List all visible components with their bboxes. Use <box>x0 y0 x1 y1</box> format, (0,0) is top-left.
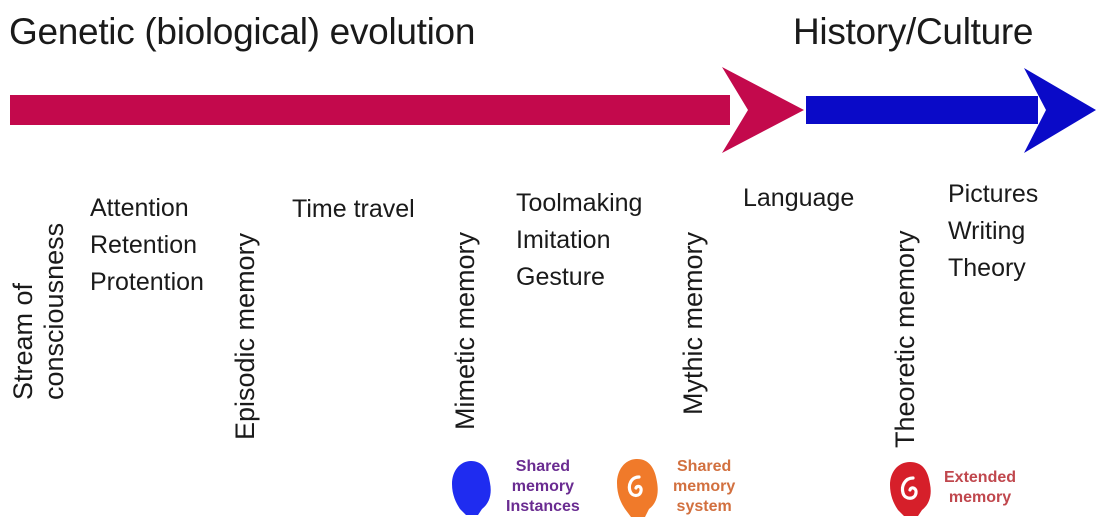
genetic-evolution-arrow <box>10 67 804 153</box>
badge-line: Extended <box>944 469 1017 486</box>
shared-memory-system-badge: Shared memory system <box>613 455 735 519</box>
timeline-arrows <box>10 67 1096 153</box>
head-silhouette-icon <box>617 459 658 517</box>
badge-line: memory <box>673 478 736 495</box>
list-item: Writing <box>948 217 1026 245</box>
badge-line: memory <box>511 478 575 495</box>
genetic-evolution-heading: Genetic (biological) evolution <box>9 11 476 52</box>
list-item: Language <box>743 184 855 212</box>
genetic-arrow-head <box>722 67 804 153</box>
episodic-memory-label: Episodic memory <box>230 232 260 440</box>
head-silhouette-icon <box>452 461 491 515</box>
head-silhouette-icon <box>890 462 931 516</box>
badge-line: system <box>676 498 732 515</box>
genetic-arrow-shaft <box>10 95 730 125</box>
list-item: Pictures <box>948 180 1039 208</box>
extended-memory-badge: Extended memory <box>886 458 1016 518</box>
list-item: Gesture <box>516 263 605 291</box>
badge-line: memory <box>948 489 1012 506</box>
shared-memory-system-text: Shared memory system <box>673 457 735 517</box>
mythic-memory-label: Mythic memory <box>678 231 708 415</box>
shared-memory-instances-text: Shared memory Instances <box>506 457 580 517</box>
badge-line: Instances <box>506 498 580 515</box>
list-item: Theory <box>948 254 1026 282</box>
list-item: Attention <box>90 194 189 222</box>
mimetic-memory-label: Mimetic memory <box>450 231 480 430</box>
badge-line: Shared <box>677 458 732 475</box>
list-item: Retention <box>90 231 198 259</box>
stream-label-line1: Stream of <box>8 282 38 400</box>
badge-line: Shared <box>515 458 571 475</box>
extended-memory-text: Extended memory <box>944 468 1016 508</box>
toolmaking-list: Toolmaking Imitation Gesture <box>516 185 642 296</box>
stream-of-consciousness-label: Stream of consciousness <box>8 223 70 400</box>
stream-label-line2: consciousness <box>39 222 69 400</box>
list-item: Toolmaking <box>516 189 643 217</box>
theoretic-memory-label: Theoretic memory <box>890 230 920 448</box>
list-item: Imitation <box>516 226 611 254</box>
attention-list: Attention Retention Protention <box>90 190 204 301</box>
language-list: Language <box>743 180 854 217</box>
history-arrow-shaft <box>806 96 1038 124</box>
time-travel-list: Time travel <box>292 191 415 228</box>
history-culture-heading: History/Culture <box>793 11 1034 52</box>
shared-memory-instances-badge: Shared memory Instances <box>448 457 580 517</box>
list-item: Time travel <box>292 195 415 223</box>
pictures-list: Pictures Writing Theory <box>948 176 1038 287</box>
history-arrow-head <box>1024 68 1096 153</box>
history-culture-arrow <box>806 68 1096 153</box>
list-item: Protention <box>90 268 204 296</box>
